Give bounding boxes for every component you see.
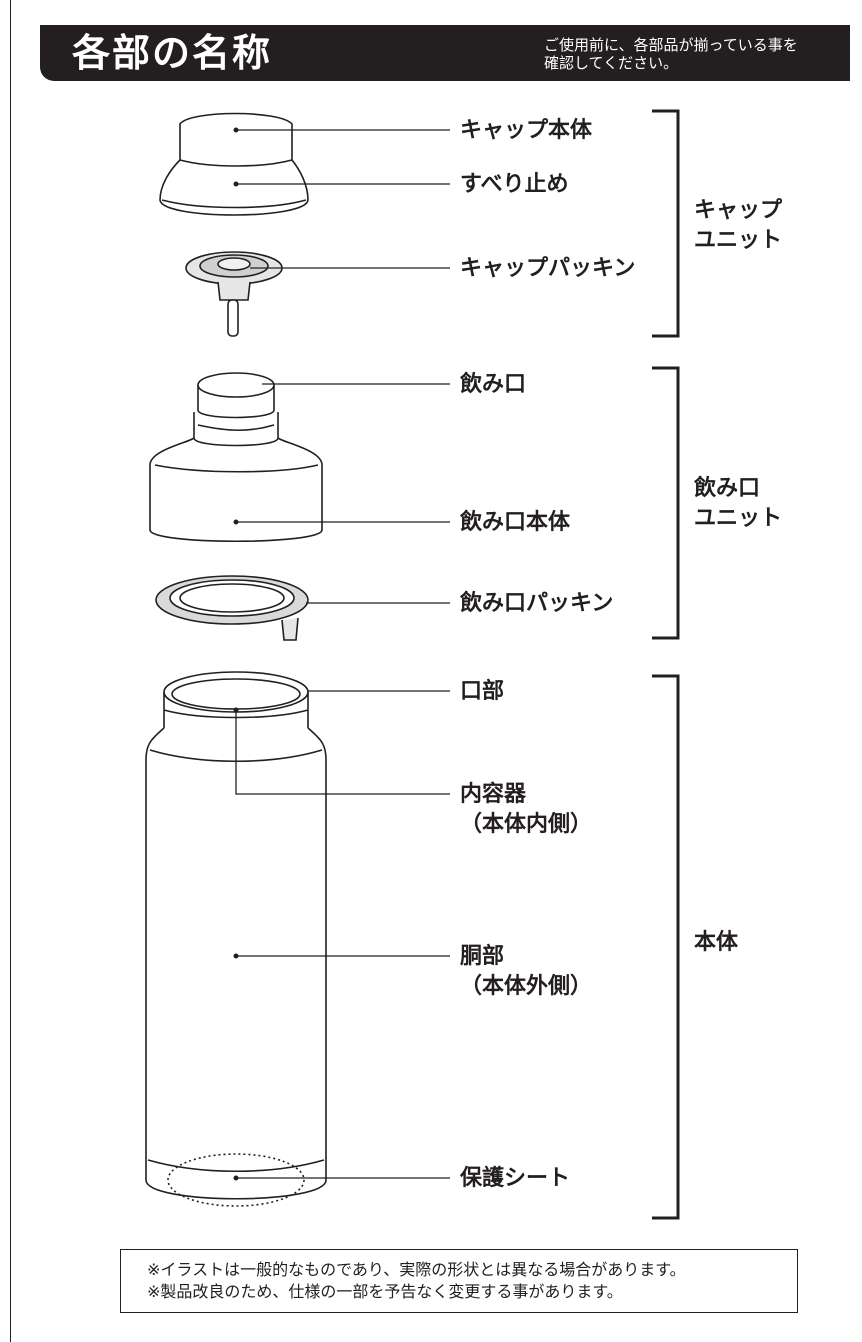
main-body-label: 本体 bbox=[694, 930, 739, 955]
spout-unit-label: 飲み口 ユニット bbox=[694, 474, 782, 534]
page-left-border bbox=[10, 0, 11, 1342]
disclaimer-line2: ※製品改良のため、仕様の一部を予告なく変更する事があります。 bbox=[147, 1282, 623, 1301]
protective-sheet-label: 保護シート bbox=[460, 1166, 571, 1191]
header-note: ご使用前に、各部品が揃っている事を 確認してください。 bbox=[544, 36, 798, 72]
cap-packing-illustration bbox=[185, 251, 283, 337]
spout-packing-label: 飲み口パッキン bbox=[460, 591, 614, 616]
spout-packing-illustration bbox=[155, 575, 309, 641]
header-note-line2: 確認してください。 bbox=[544, 54, 679, 72]
leader-lines bbox=[235, 129, 450, 1179]
spout-body-label: 飲み口本体 bbox=[460, 510, 571, 535]
leader-dots bbox=[233, 127, 239, 1181]
cap-unit-label-line1: キャップ bbox=[694, 198, 783, 223]
spout-body-illustration bbox=[149, 372, 323, 542]
spout-unit-label-line2: ユニット bbox=[694, 506, 783, 531]
cap-unit-label: キャップ ユニット bbox=[694, 196, 782, 256]
inner-container-label: 内容器 （本体内側） bbox=[460, 780, 592, 840]
main-body-illustration bbox=[145, 671, 327, 1207]
mouth-label: 口部 bbox=[460, 679, 505, 704]
unit-brackets bbox=[652, 109, 680, 1220]
header-note-line1: ご使用前に、各部品が揃っている事を bbox=[544, 36, 798, 54]
body-trunk-label-line1: 胴部 bbox=[460, 944, 505, 969]
disclaimer-box: ※イラストは一般的なものであり、実際の形状とは異なる場合があります。 ※製品改良… bbox=[120, 1249, 798, 1313]
body-trunk-label-line2: （本体外側） bbox=[460, 974, 593, 999]
anti-slip-label: すべり止め bbox=[460, 172, 569, 197]
section-header: 各部の名称 ご使用前に、各部品が揃っている事を 確認してください。 bbox=[40, 25, 850, 81]
disclaimer-line1: ※イラストは一般的なものであり、実際の形状とは異なる場合があります。 bbox=[147, 1260, 686, 1279]
cap-body-label: キャップ本体 bbox=[460, 118, 593, 143]
spout-label: 飲み口 bbox=[460, 372, 527, 397]
cap-body-illustration bbox=[159, 112, 309, 216]
cap-packing-label: キャップパッキン bbox=[460, 256, 636, 281]
inner-container-label-line1: 内容器 bbox=[460, 782, 527, 807]
spout-unit-label-line1: 飲み口 bbox=[694, 476, 761, 501]
body-trunk-label: 胴部 （本体外側） bbox=[460, 942, 592, 1002]
cap-unit-label-line2: ユニット bbox=[694, 228, 783, 253]
section-title: 各部の名称 bbox=[72, 31, 273, 75]
inner-container-label-line2: （本体内側） bbox=[460, 812, 593, 837]
